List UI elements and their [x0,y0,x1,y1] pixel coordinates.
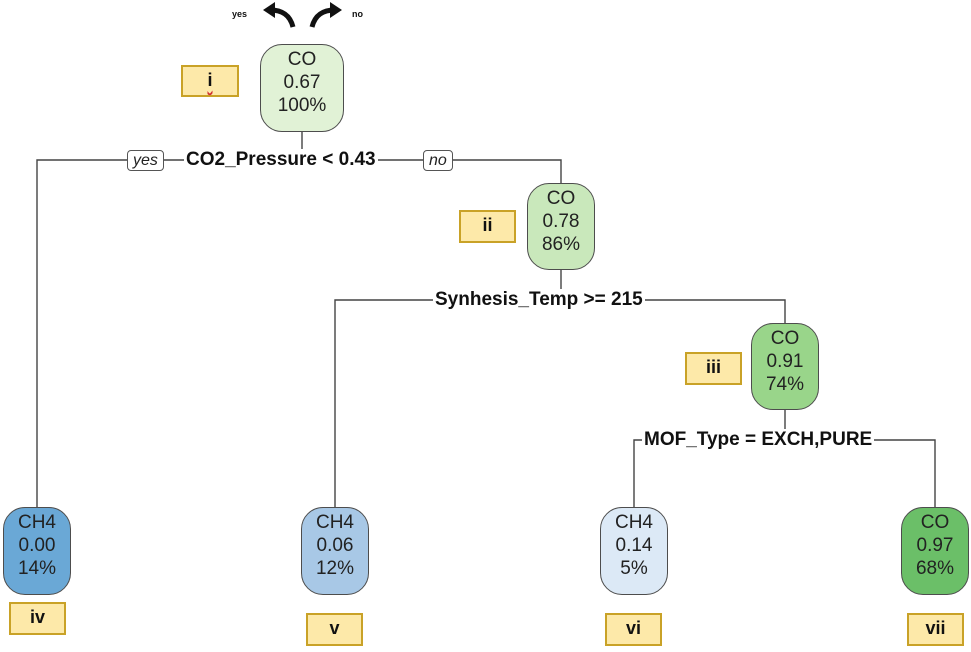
tag-i: i [181,65,239,97]
node-ii: CO 0.78 86% [527,183,595,270]
edge-root-right [302,159,562,183]
no-arrowhead [330,2,342,18]
split-3-condition: MOF_Type = EXCH,PURE [642,429,875,451]
node-class: CH4 [315,512,354,533]
node-pct: 68% [915,558,955,579]
edge-root-left [36,159,302,507]
tag-iv: iv [9,602,66,635]
node-iv: CH4 0.00 14% [3,507,71,595]
node-vii: CO 0.97 68% [901,507,969,595]
node-pct: 12% [315,558,355,579]
yes-arrowhead [263,2,275,18]
legend-no-label: no [352,9,363,19]
edge-ii-left [334,299,561,507]
node-class: CO [920,512,950,533]
tag-ii: ii [459,210,516,243]
node-class: CO [287,49,317,70]
node-class: CO [546,188,576,209]
node-prob: 0.91 [766,351,804,372]
node-i: CO 0.67 100% [260,44,344,132]
node-pct: 5% [620,558,648,579]
tag-vi: vi [605,613,662,646]
split-1-no-label: no [423,150,453,171]
tag-v: v [306,613,363,646]
split-2-condition: Synhesis_Temp >= 215 [433,289,645,311]
node-pct: 74% [765,374,805,395]
node-class: CH4 [17,512,56,533]
legend-yes-label: yes [232,9,248,19]
node-class: CH4 [614,512,653,533]
node-prob: 0.00 [18,535,56,556]
node-prob: 0.78 [542,211,580,232]
node-pct: 14% [17,558,57,579]
split-1-yes-label: yes [127,150,164,171]
node-prob: 0.97 [916,535,954,556]
node-prob: 0.14 [615,535,653,556]
node-v: CH4 0.06 12% [301,507,369,595]
tag-vii: vii [907,613,964,646]
node-class: CO [770,328,800,349]
node-prob: 0.67 [283,72,321,93]
tag-iii: iii [685,352,742,385]
node-pct: 100% [277,95,327,116]
node-prob: 0.06 [316,535,354,556]
node-vi: CH4 0.14 5% [600,507,668,595]
split-1-condition: CO2_Pressure < 0.43 [184,149,378,171]
node-iii: CO 0.91 74% [751,323,819,410]
node-pct: 86% [541,234,581,255]
